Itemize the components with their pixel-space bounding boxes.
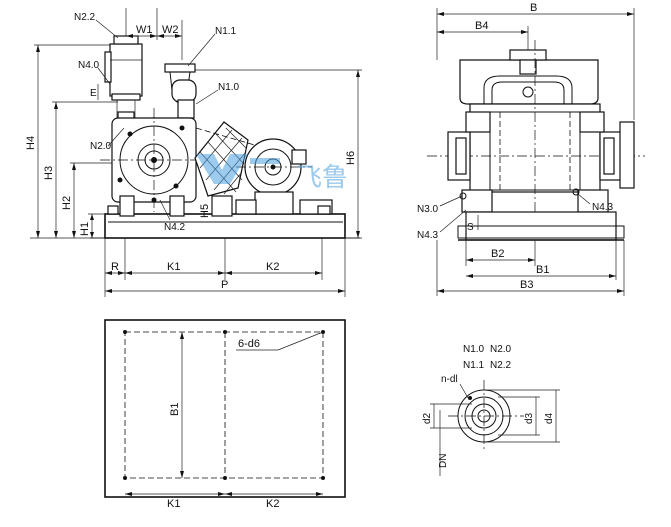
separator-tank [109, 43, 143, 97]
label-k1: K1 [167, 261, 180, 273]
label-flange-n11: N1.1 [463, 360, 485, 371]
label-s: S [467, 222, 474, 233]
label-b: B [530, 2, 537, 14]
label-n10: N1.0 [218, 82, 240, 93]
plan-base-outline [104, 319, 346, 498]
watermark-logo: 飞鲁 [196, 154, 348, 193]
flange-detail: N1.0 N2.0 N1.1 N2.2 n-dl d2 DN d3 d4 [422, 344, 560, 476]
label-flange-n20: N2.0 [490, 344, 512, 355]
label-d3: d3 [524, 412, 535, 424]
label-n42: N4.2 [164, 222, 186, 233]
label-n43-right: N4.3 [592, 202, 614, 213]
label-n11: N1.1 [215, 26, 237, 37]
watermark-text: 飞鲁 [296, 163, 348, 193]
label-h1: H1 [79, 222, 91, 236]
front-base-plate [104, 213, 346, 239]
label-k2: K2 [266, 261, 279, 273]
label-n30: N3.0 [417, 204, 439, 215]
label-d2: d2 [422, 412, 433, 424]
label-h3: H3 [43, 166, 55, 180]
plan-view: 6-d6 B1 K1 K2 [104, 319, 346, 510]
label-w2: W2 [162, 24, 179, 36]
label-holes: 6-d6 [238, 338, 260, 350]
label-n40: N4.0 [78, 60, 100, 71]
label-p: P [221, 279, 228, 291]
label-b3: B3 [520, 279, 533, 291]
label-w1: W1 [136, 24, 153, 36]
label-b2: B2 [491, 248, 504, 260]
label-b1: B1 [536, 264, 549, 276]
label-h4: H4 [25, 136, 37, 150]
label-b4: B4 [475, 20, 488, 32]
label-e: E [90, 88, 97, 99]
label-plan-k2: K2 [266, 498, 279, 510]
side-view: B B4 [417, 2, 645, 296]
label-h2: H2 [61, 196, 73, 210]
label-h5: H5 [199, 204, 211, 218]
label-n43-left: N4.3 [417, 230, 439, 241]
label-flange-ndl: n-dl [441, 374, 458, 385]
label-n20: N2.0 [90, 141, 112, 152]
label-r: R [111, 261, 119, 273]
label-d4: d4 [544, 412, 555, 424]
front-view: R K1 K2 P H4 H3 H2 H1 [25, 8, 362, 297]
label-plan-k1: K1 [167, 498, 180, 510]
label-flange-n10: N1.0 [463, 344, 485, 355]
label-flange-n22: N2.2 [490, 360, 512, 371]
label-dn: DN [438, 454, 449, 468]
label-h6: H6 [345, 151, 357, 165]
label-plan-b1: B1 [169, 403, 181, 416]
label-n22: N2.2 [74, 12, 96, 23]
